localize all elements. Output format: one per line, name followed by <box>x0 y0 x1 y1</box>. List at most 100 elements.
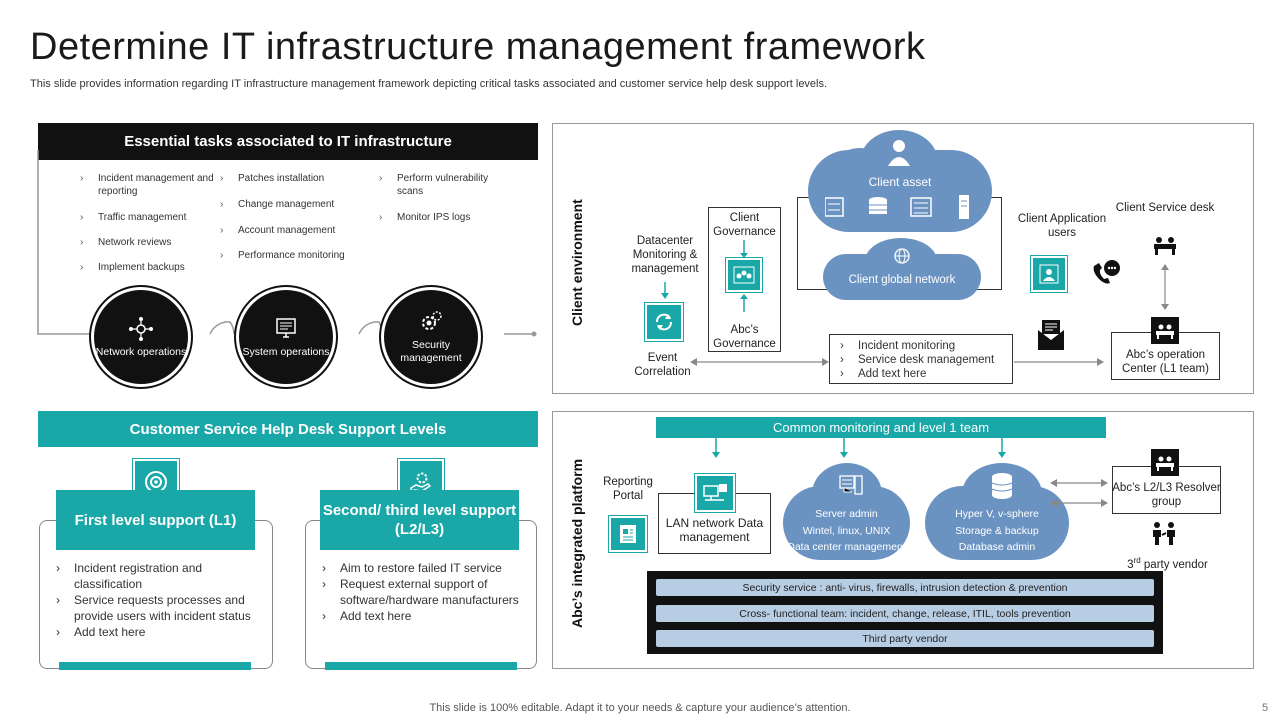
task-column-2: ›Patches installation ›Change management… <box>220 172 370 262</box>
resolver-icon <box>1151 449 1179 476</box>
client-service-desk-label: Client Service desk <box>1115 202 1215 214</box>
list-item: ›Incident registration and classificatio… <box>56 561 203 591</box>
task-item: ›Implement backups <box>80 262 185 273</box>
reporting-portal-icon <box>609 516 647 552</box>
client-asset-label: Client asset <box>868 175 932 189</box>
hyper-v-line: Hyper V, v-sphere <box>955 508 1039 520</box>
third-party-vendor-row: Third party vendor <box>656 630 1154 647</box>
governance-icon <box>726 258 762 292</box>
task-item: ›Patches installation <box>220 173 325 184</box>
user-icon <box>888 140 910 166</box>
list-item: ›Aim to restore failed IT service <box>322 561 502 575</box>
reporting-portal-label: Reporting Portal <box>603 476 653 502</box>
list-item: ›Request external support of software/ha… <box>322 577 519 607</box>
third-party-label: 3rd party vendor <box>1127 556 1208 571</box>
task-column-3: ›Perform vulnerability scans ›Monitor IP… <box>379 172 494 224</box>
operation-center-icon <box>1151 317 1179 344</box>
circle-label: Network operations <box>95 345 187 358</box>
hyper-v-line: Storage & backup <box>955 524 1039 537</box>
server-icons <box>825 195 969 219</box>
list-item: ›Service desk management <box>840 354 995 366</box>
hyper-v-line: Database admin <box>958 541 1036 553</box>
cloud-bump <box>812 463 882 525</box>
hyper-v-text: Hyper V, v-sphere Storage & backup Datab… <box>925 506 1069 556</box>
server-admin-text: Server admin Wintel, linux, UNIX Data ce… <box>783 506 910 556</box>
task-item: ›Account management <box>220 225 336 236</box>
lan-icon <box>695 474 735 512</box>
cloud-bump <box>830 148 890 198</box>
task-item: ›Incident management and reporting <box>80 173 214 197</box>
security-management-circle: Security management <box>381 287 481 387</box>
list-item: ›Add text here <box>56 625 146 639</box>
level2-list: ›Aim to restore failed IT service ›Reque… <box>322 560 527 624</box>
server-admin-line: Wintel, linux, UNIX <box>802 524 891 537</box>
network-icon <box>129 316 153 341</box>
vendor-people-icon <box>1153 522 1175 545</box>
task-column-1: ›Incident management and reporting ›Traf… <box>80 172 215 274</box>
globe-icon <box>894 248 910 264</box>
incident-arrows <box>690 358 1104 366</box>
server-admin-line: Server admin <box>815 508 878 520</box>
task-item: ›Performance monitoring <box>220 250 345 261</box>
server-admin-line: Data center management <box>787 541 906 553</box>
security-service-row: Security service : anti- virus, firewall… <box>656 579 1154 596</box>
circle-label: Security management <box>400 339 462 364</box>
task-item: ›Monitor IPS logs <box>379 212 471 223</box>
integrated-platform-label: Abc’s integrated platform <box>569 458 585 628</box>
footer-note: This slide is 100% editable. Adapt it to… <box>429 702 851 714</box>
abcs-governance-label: Abc’s Governance <box>713 324 776 350</box>
client-governance-label: Client Governance <box>713 212 776 238</box>
list-item: ›Add text here <box>322 609 412 623</box>
network-operations-circle: Network operations <box>91 287 191 387</box>
event-correlation-icon <box>645 303 683 341</box>
resolver-arrows <box>1050 479 1108 507</box>
client-environment-label: Client environment <box>569 199 585 326</box>
cross-functional-row: Cross- functional team: incident, change… <box>656 605 1154 622</box>
level1-title: First level support (L1) <box>56 490 255 550</box>
support-levels-header: Customer Service Help Desk Support Level… <box>38 411 538 447</box>
common-arrows <box>712 438 1006 458</box>
client-app-users-label: Client Application users <box>1017 213 1107 239</box>
task-item: ›Change management <box>220 199 335 210</box>
level2-bar <box>325 662 517 670</box>
level2-title: Second/ third level support (L2/L3) <box>320 490 519 550</box>
task-item: ›Traffic management <box>80 212 187 223</box>
database-icon <box>991 473 1013 499</box>
circle-label: System operations <box>242 345 330 358</box>
level1-bar <box>59 662 251 670</box>
list-item: ›Service requests processes and provide … <box>56 593 251 623</box>
lan-label: LAN network Data management <box>665 516 764 544</box>
user-badge-icon <box>1031 256 1067 292</box>
list-item: ›Add text here <box>840 368 927 380</box>
datacenter-label: Datacenter Monitoring & management <box>631 235 699 275</box>
resolver-label: Abc’s L2/L3 Resolver group <box>1112 482 1221 508</box>
phone-chat-icon <box>1093 260 1120 284</box>
list-item: ›Incident monitoring <box>840 340 956 352</box>
essential-outline <box>37 150 537 337</box>
server-admin-icon <box>839 475 863 495</box>
task-item: ›Network reviews <box>80 237 172 248</box>
client-environment-panel <box>552 123 1254 394</box>
common-monitoring-header: Common monitoring and level 1 team <box>656 417 1106 438</box>
monitor-icon <box>276 317 296 338</box>
cloud-bump <box>920 150 978 198</box>
governance-box <box>708 207 781 352</box>
governance-arrows <box>740 240 748 312</box>
gear-icon <box>422 311 442 330</box>
incident-list: ›Incident monitoring ›Service desk manag… <box>840 339 1015 381</box>
system-operations-circle: System operations <box>236 287 336 387</box>
page-title: Determine IT infrastructure management f… <box>30 26 926 68</box>
client-global-network-label: Client global network <box>848 274 956 286</box>
mail-icon <box>1038 320 1064 350</box>
level1-list: ›Incident registration and classificatio… <box>56 560 261 640</box>
integrated-platform-panel <box>552 411 1254 669</box>
page-number: 5 <box>1262 702 1269 714</box>
task-item: ›Perform vulnerability scans <box>379 173 489 197</box>
cloud-bump <box>865 238 937 284</box>
page-subtitle: This slide provides information regardin… <box>30 78 828 90</box>
incident-list-box <box>829 334 1013 384</box>
desk-arrow <box>1161 264 1169 310</box>
datacenter-arrow <box>661 282 669 299</box>
service-desk-icon <box>1154 237 1176 255</box>
operation-center-label: Abc’s operation Center (L1 team) <box>1122 349 1209 375</box>
